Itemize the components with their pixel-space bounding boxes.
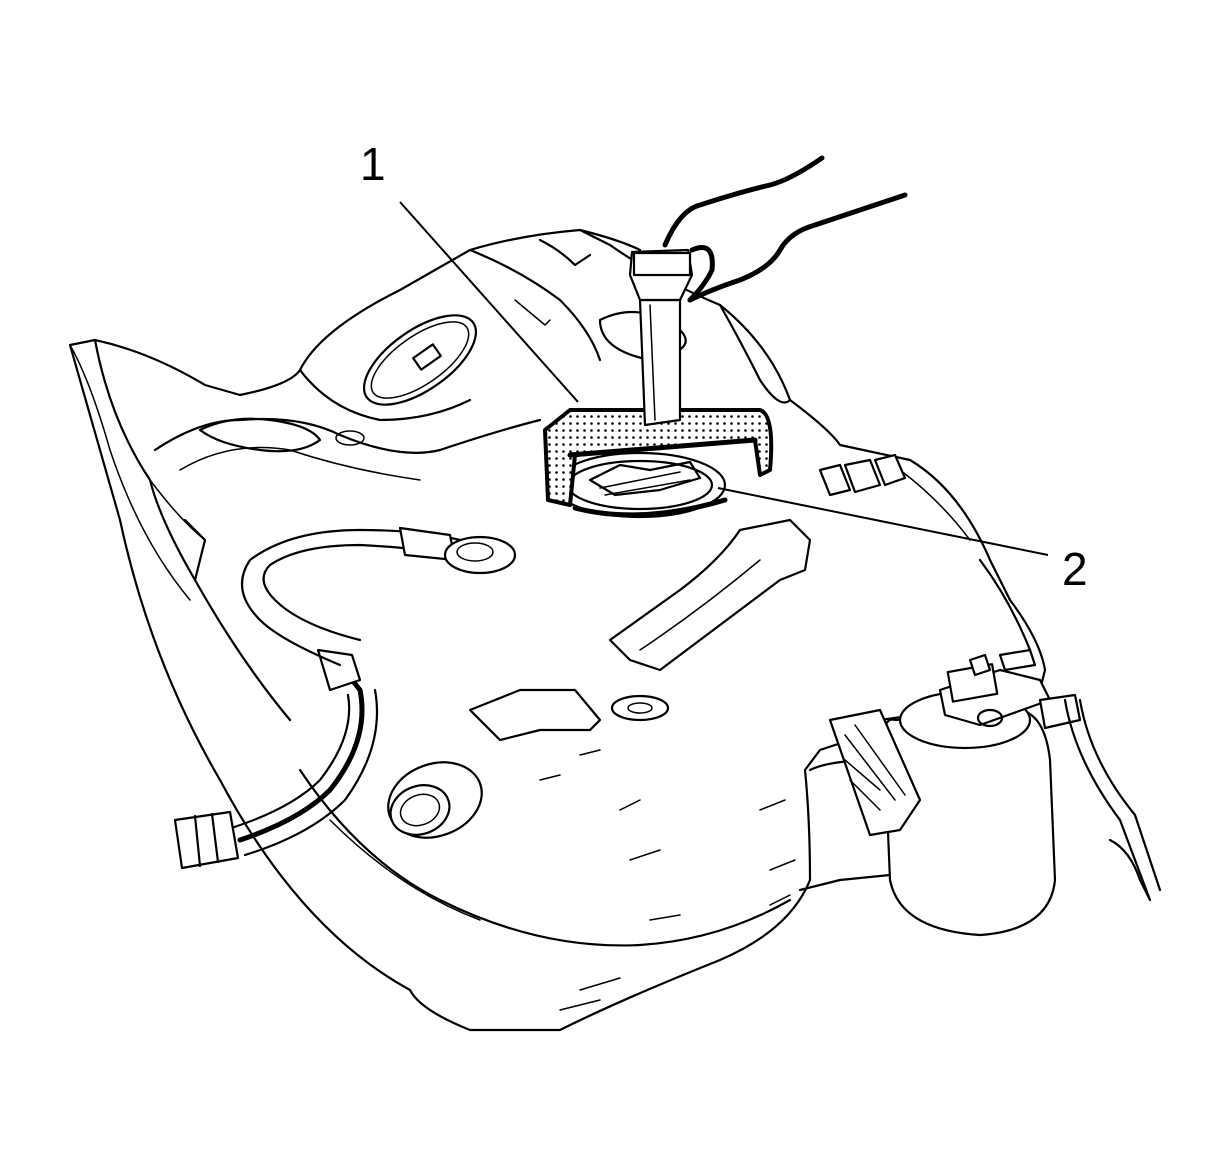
leader-line-2 <box>717 487 1049 556</box>
wiring-connector <box>818 453 907 497</box>
hand <box>662 155 908 303</box>
filler-neck <box>387 761 483 839</box>
evap-canister <box>828 648 1162 937</box>
leader-line-1 <box>399 201 579 403</box>
callout-2: 2 <box>717 487 1088 595</box>
callout-1: 1 <box>360 138 579 403</box>
fuel-tank <box>68 228 1047 1032</box>
fuel-pump-lock-ring <box>553 451 728 519</box>
fuel-hose <box>173 526 517 870</box>
callout-label-1: 1 <box>360 138 386 190</box>
lock-ring-removal-tool <box>543 248 774 507</box>
callout-label-2: 2 <box>1062 543 1088 595</box>
